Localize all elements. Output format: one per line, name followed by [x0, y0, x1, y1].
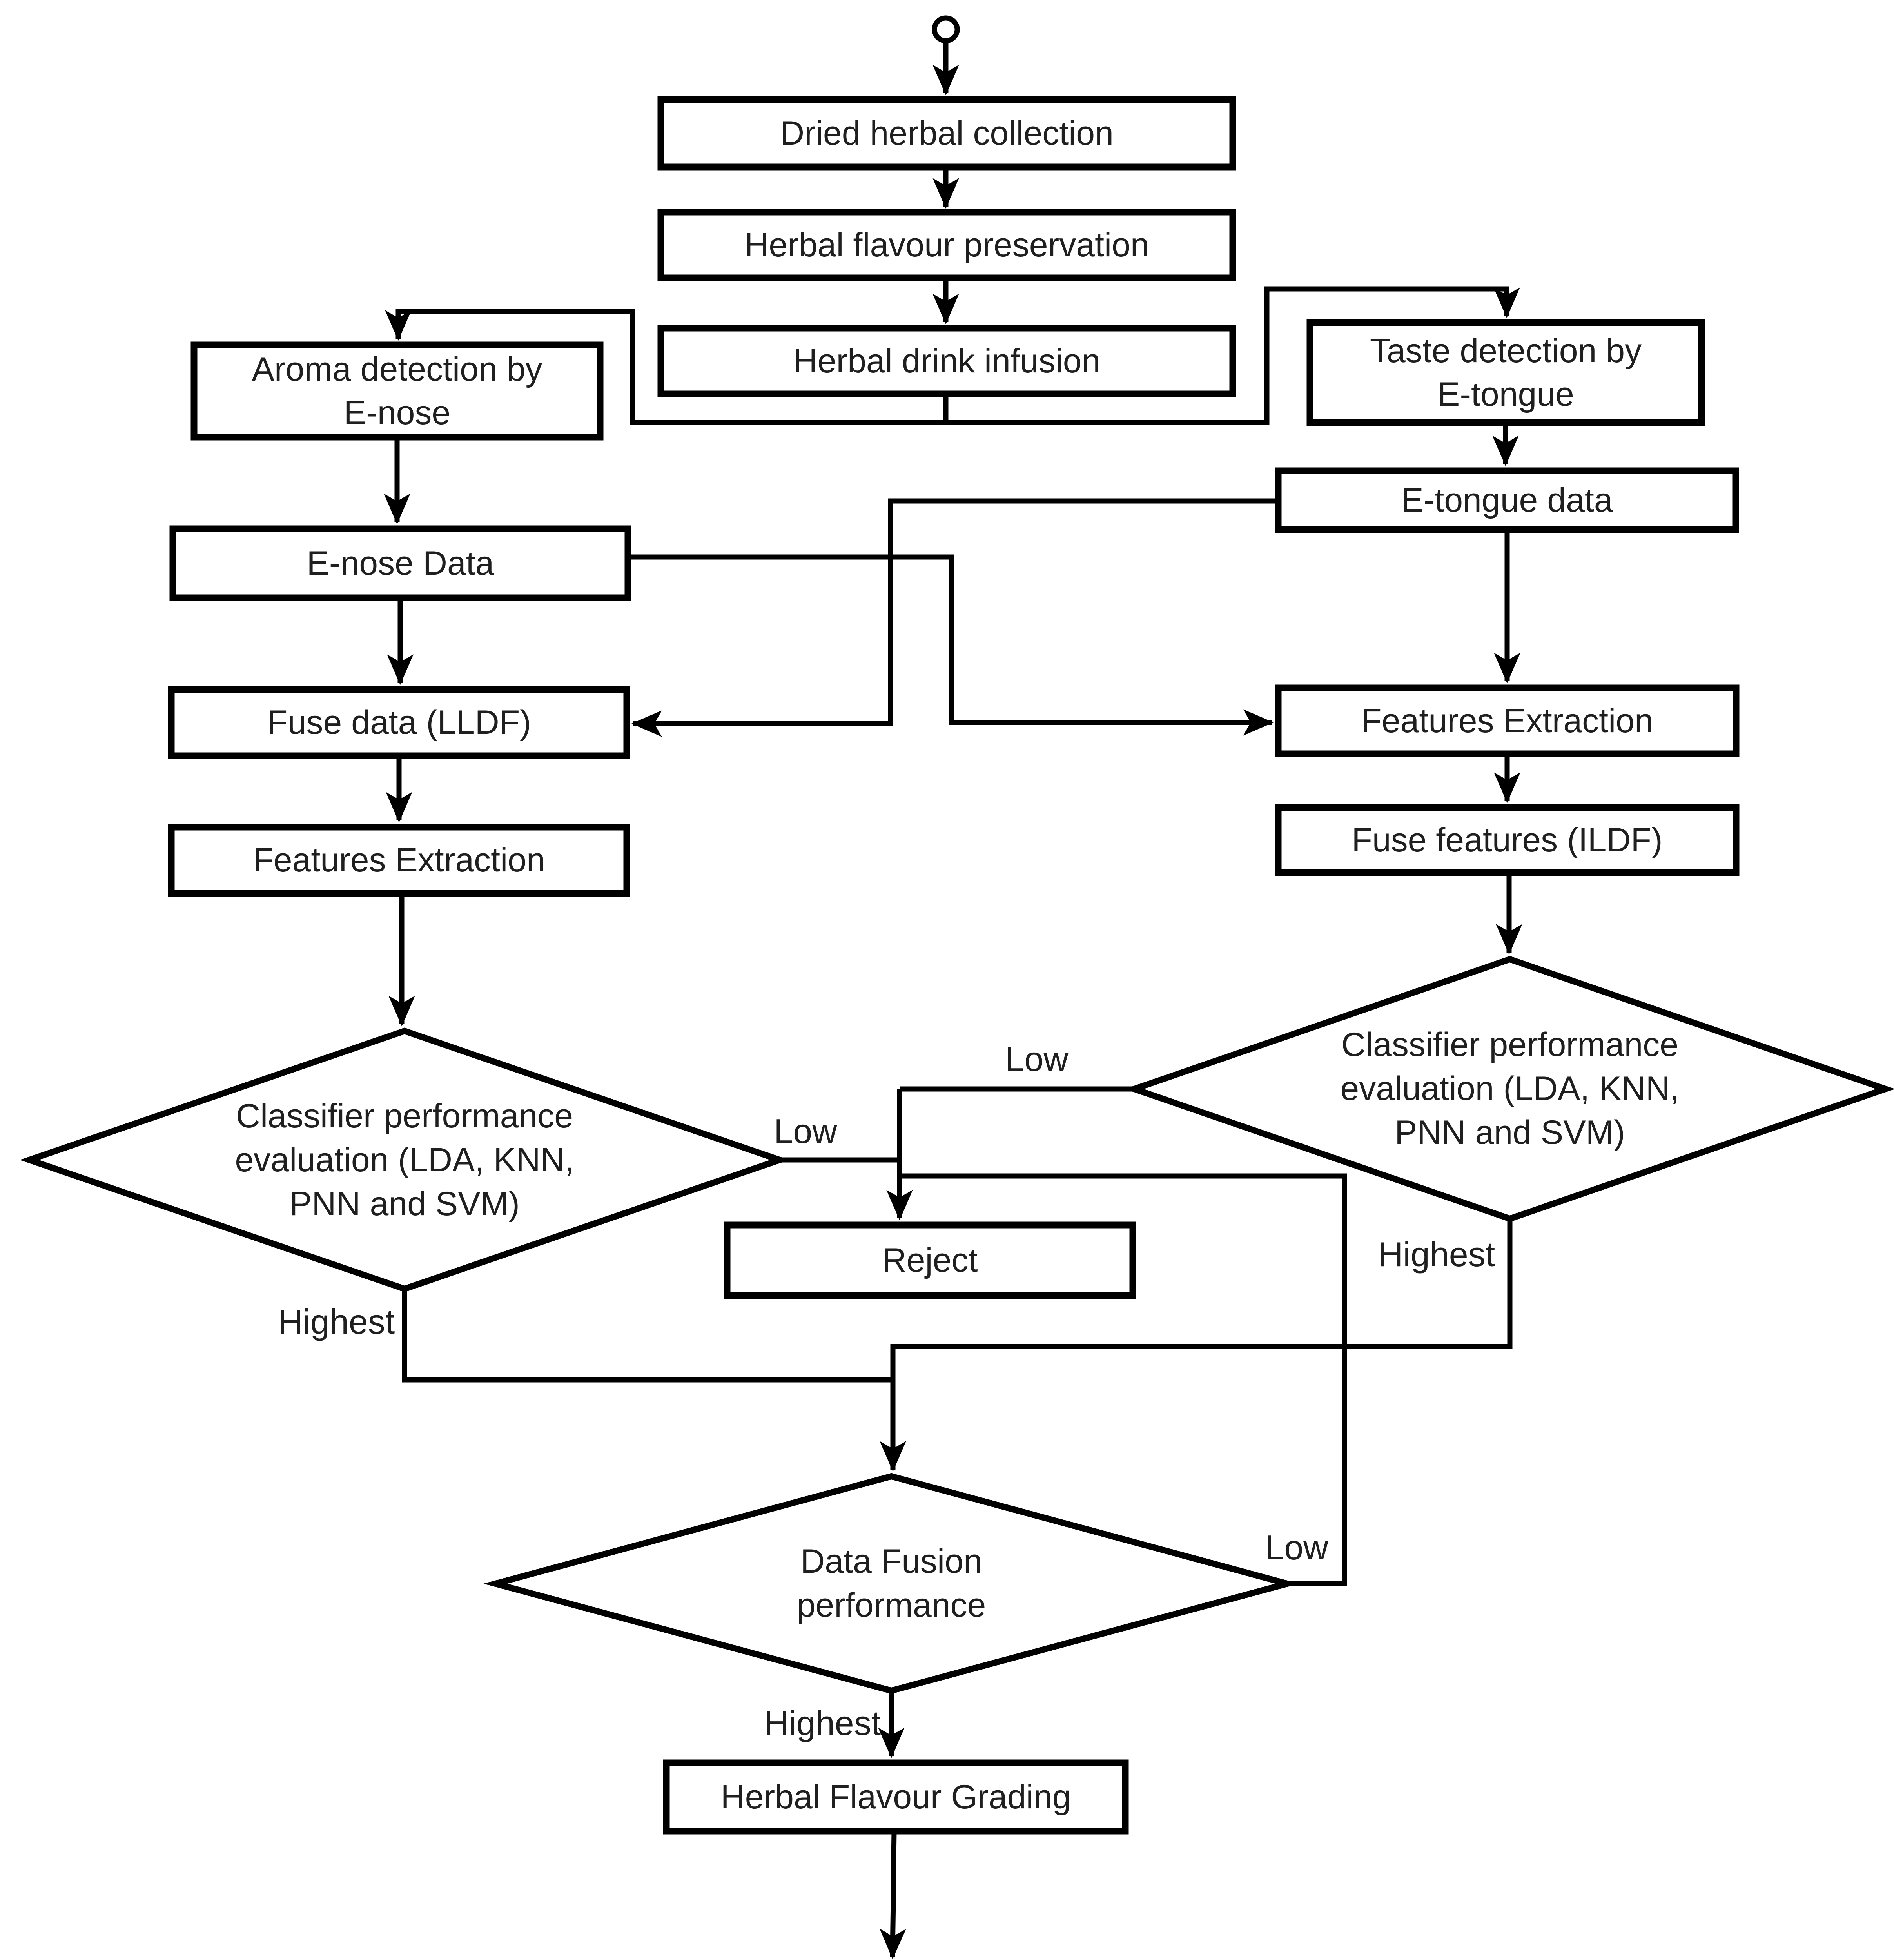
label-taste-detection: Taste detection by E-tongue [1370, 332, 1642, 413]
node-herbal-flavour-preservation [657, 209, 1236, 281]
node-reject [724, 1221, 1136, 1299]
label-reject: Reject [882, 1241, 978, 1279]
edge-etongue-data-to-fuse-data [631, 498, 1278, 737]
label-aroma-detection: Aroma detection by E-nose [252, 350, 542, 432]
node-herbal-flavour-grading [663, 1759, 1129, 1835]
node-classifier-eval-right [1125, 956, 1894, 1222]
label-classifier-eval-right: Classifier performance evaluation (LDA, … [1340, 1026, 1680, 1151]
label-herbal-flavour-preservation: Herbal flavour preservation [744, 226, 1149, 264]
label-herbal-drink-infusion: Herbal drink infusion [793, 342, 1101, 380]
edge-label-right-highest: Highest [1378, 1235, 1495, 1274]
label-fuse-data: Fuse data (LLDF) [267, 704, 531, 742]
edge-fusion-low-loop [900, 1173, 1347, 1586]
label-fuse-features: Fuse features (ILDF) [1352, 821, 1663, 859]
edge-infusion-to-aroma [385, 309, 946, 425]
label-herbal-flavour-grading: Herbal Flavour Grading [720, 1778, 1071, 1816]
edge-label-fusion-highest: Highest [764, 1704, 881, 1742]
edge-enose-data-to-features-right [628, 554, 1274, 736]
node-etongue-data [1275, 467, 1739, 533]
edge-grading-to-end [880, 1831, 906, 1960]
edge-label-left-highest: Highest [278, 1302, 395, 1341]
node-enose-data [169, 525, 631, 601]
label-data-fusion-performance: Data Fusion performance [796, 1543, 986, 1624]
node-features-extraction-right [1275, 684, 1740, 757]
node-herbal-drink-infusion [657, 325, 1236, 397]
start-terminal-icon [932, 15, 960, 44]
node-fuse-data [168, 686, 630, 759]
edge-infusion-to-taste [946, 286, 1520, 425]
label-classifier-eval-left: Classifier performance evaluation (LDA, … [235, 1097, 574, 1223]
label-enose-data: E-nose Data [307, 544, 494, 582]
node-taste-detection [1306, 319, 1705, 426]
edge-label-right-low: Low [1005, 1040, 1069, 1078]
node-dried-herbal-collection [657, 96, 1236, 171]
edge-classifier-right-highest [880, 1219, 1513, 1472]
edge-label-fusion-low: Low [1265, 1528, 1328, 1567]
node-classifier-eval-left [20, 1027, 789, 1292]
node-data-fusion-performance [483, 1473, 1299, 1694]
edge-classifier-left-highest [402, 1289, 893, 1383]
label-dried-herbal-collection: Dried herbal collection [780, 114, 1114, 152]
node-features-extraction-left [168, 824, 630, 897]
label-features-extraction-left: Features Extraction [253, 841, 545, 879]
edge-label-left-low: Low [774, 1112, 837, 1151]
node-fuse-features [1275, 804, 1740, 876]
label-etongue-data: E-tongue data [1401, 481, 1613, 519]
label-features-extraction-right: Features Extraction [1361, 702, 1653, 740]
node-aroma-detection [190, 341, 604, 441]
